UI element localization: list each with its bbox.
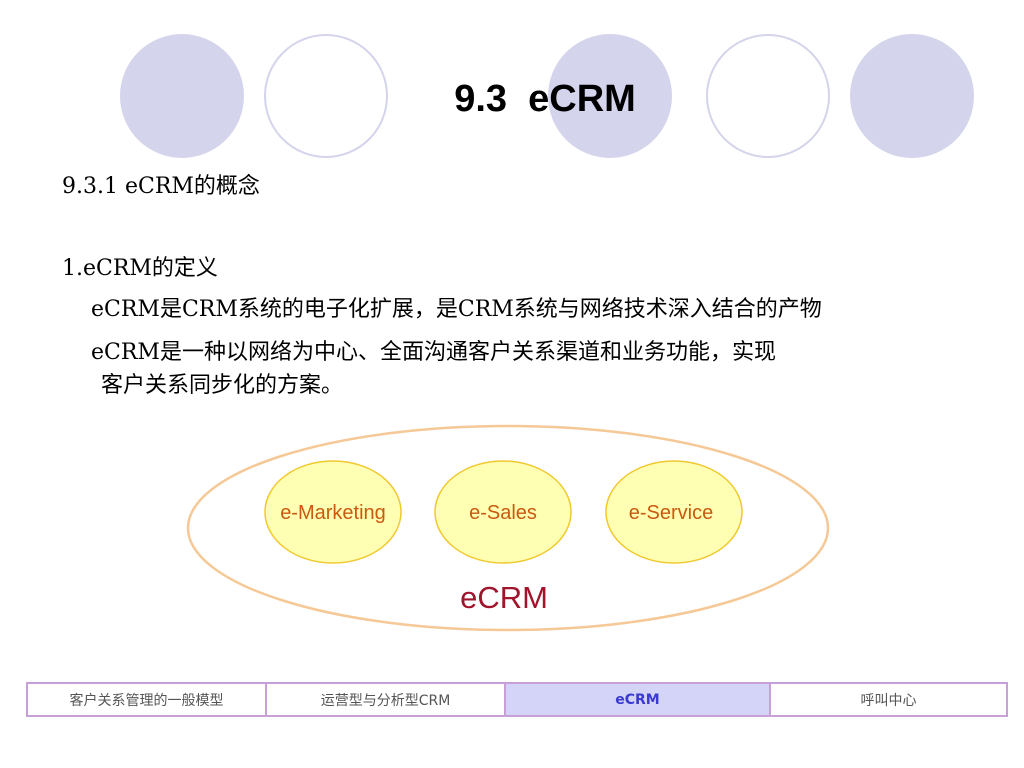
definition-line-1: eCRM是CRM系统的电子化扩展，是CRM系统与网络技术深入结合的产物 [91, 297, 822, 322]
component-label-service: e-Service [628, 502, 714, 524]
decor-circle-filled-2 [548, 34, 672, 158]
component-circle-marketing [264, 460, 402, 564]
bottom-nav-bar: 客户关系管理的一般模型 运营型与分析型CRM eCRM 呼叫中心 [26, 682, 1008, 717]
nav-tab-call-center[interactable]: 呼叫中心 [860, 692, 917, 709]
decor-circle-filled-1 [120, 34, 244, 158]
component-circle-sales [434, 460, 572, 564]
ecrm-container-label: eCRM [460, 580, 548, 615]
nav-tab-ecrm[interactable]: eCRM [506, 684, 771, 715]
nav-tab-operational-analytical-crm[interactable]: 运营型与分析型CRM [267, 684, 506, 715]
section-heading: 9.3.1 eCRM的概念 [62, 174, 260, 199]
decor-circle-outline-1 [264, 34, 388, 158]
decor-circle-filled-3 [850, 34, 974, 158]
component-label-marketing: e-Marketing [280, 502, 386, 524]
definition-line-2a: eCRM是一种以网络为中心、全面沟通客户关系渠道和业务功能，实现 [91, 340, 776, 365]
definition-line-2b: 客户关系同步化的方案。 [101, 373, 344, 398]
definition-heading: 1.eCRM的定义 [62, 256, 218, 281]
decor-circle-outline-2 [706, 34, 830, 158]
nav-tab-general-model[interactable]: 客户关系管理的一般模型 [28, 684, 267, 715]
component-label-sales: e-Sales [469, 502, 537, 524]
component-circle-service [605, 460, 743, 564]
slide-title: 9.3 eCRM [454, 78, 636, 120]
